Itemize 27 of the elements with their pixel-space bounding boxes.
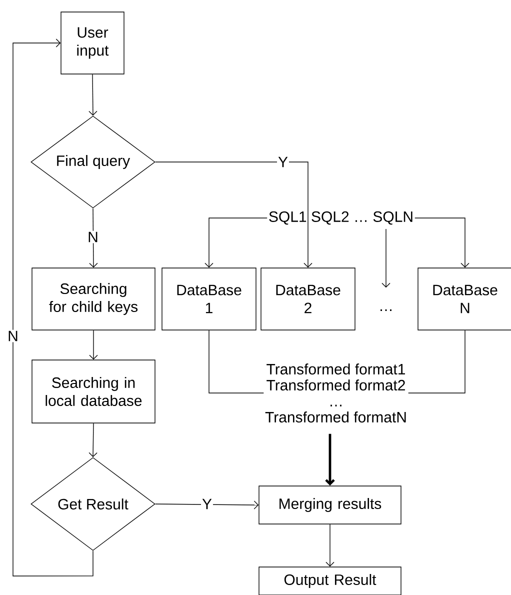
arrow	[89, 208, 98, 268]
process-box: Searching in local database	[32, 360, 156, 424]
database-box: DataBase N	[418, 268, 511, 330]
ellipsis: …	[380, 309, 392, 311]
format-list: Transformed format1 Transformed format2 … Transformed formatN	[265, 364, 406, 422]
arrow	[89, 330, 98, 360]
arrow	[88, 74, 98, 116]
arrow	[325, 434, 335, 486]
database-box: DataBase 1	[162, 268, 256, 330]
arrow	[155, 162, 312, 268]
process-box: Searching for child keys	[32, 268, 156, 330]
arrow	[414, 218, 470, 268]
process-box: Merging results	[258, 486, 402, 524]
edge-label: N	[6, 330, 20, 342]
arrow	[382, 228, 390, 288]
process-box: Output Result	[258, 566, 402, 595]
process-box: User input	[60, 12, 124, 74]
arrow	[12, 38, 94, 576]
arrow	[88, 423, 98, 458]
arrow	[326, 524, 334, 567]
query-label: SQL1 SQL2 … SQLN	[269, 211, 412, 225]
edge-label: Y	[201, 498, 213, 510]
arrow	[155, 500, 259, 510]
edge-label: Y	[277, 156, 289, 168]
edge-label: N	[86, 230, 100, 244]
database-box: DataBase 2	[260, 268, 356, 330]
arrow	[204, 218, 268, 268]
